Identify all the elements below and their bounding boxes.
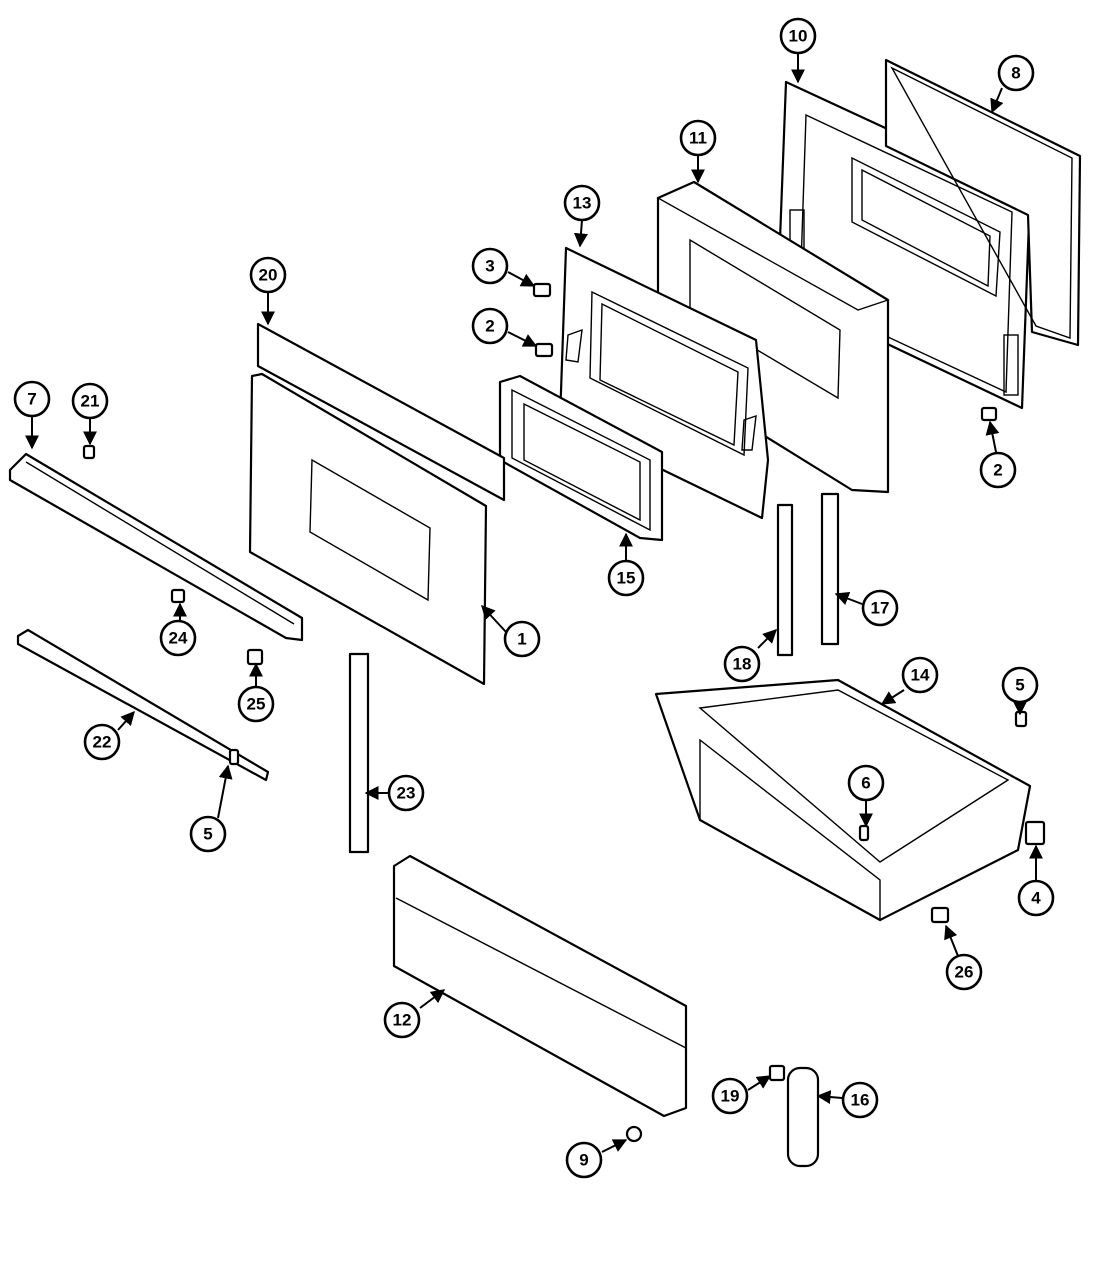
callout-label-3: 3: [485, 257, 494, 276]
callout-label-20: 20: [259, 266, 278, 285]
callout-label-1: 1: [517, 630, 526, 649]
leader-line-22: [117, 710, 135, 731]
callout-label-14: 14: [911, 666, 930, 685]
leader-line-19: [747, 1075, 772, 1091]
callout-label-2a: 2: [485, 317, 494, 336]
leader-line-12: [419, 989, 446, 1009]
callout-20: 20: [249, 256, 287, 294]
part-vertical-strip-17: [820, 492, 840, 646]
callout-label-15: 15: [617, 569, 636, 588]
leader-line-1: [481, 604, 507, 633]
part-door-inner-panel-13: [558, 246, 770, 520]
callout-label-5b: 5: [1015, 676, 1024, 695]
part-door-handle-trim-7: [8, 452, 304, 642]
callout-12: 12: [383, 1001, 421, 1039]
callout-10: 10: [779, 17, 817, 55]
callout-15: 15: [607, 559, 645, 597]
callout-label-22: 22: [93, 733, 112, 752]
part-door-gasket-8: [851, 58, 1082, 347]
callout-25: 25: [237, 685, 275, 723]
leader-line-14: [880, 689, 905, 705]
callout-5a: 5: [189, 815, 227, 853]
part-vertical-strip-23: [348, 652, 370, 854]
callout-2a: 2: [471, 307, 509, 345]
callout-label-21: 21: [81, 392, 100, 411]
callout-label-17: 17: [871, 599, 890, 618]
callout-label-2b: 2: [993, 461, 1002, 480]
callout-3: 3: [471, 247, 509, 285]
callout-label-11: 11: [689, 129, 707, 148]
part-small-hardware: [82, 282, 1046, 1143]
callout-label-18: 18: [733, 655, 752, 674]
callout-18: 18: [723, 645, 761, 683]
part-lower-trim-22: [16, 628, 270, 782]
leader-line-16: [816, 1090, 843, 1105]
callout-17: 17: [861, 589, 899, 627]
part-window-pack-15: [498, 374, 664, 542]
callout-5b: 5: [1001, 666, 1039, 704]
leader-line-17: [834, 591, 863, 606]
callout-label-12: 12: [393, 1011, 412, 1030]
part-door-outer-panel-1: [248, 372, 488, 686]
callout-11: 11: [679, 119, 717, 157]
leader-line-5a: [217, 764, 233, 819]
callout-21: 21: [71, 382, 109, 420]
part-drawer-14: [654, 678, 1032, 922]
callout-label-23: 23: [397, 784, 416, 803]
part-side-trim-16: [786, 1066, 820, 1168]
leader-line-2a: [507, 331, 538, 347]
callout-label-4: 4: [1031, 889, 1041, 908]
callout-label-5a: 5: [203, 825, 212, 844]
leader-line-18: [757, 629, 777, 649]
callout-16: 16: [841, 1081, 879, 1119]
callout-4: 4: [1017, 879, 1055, 917]
callout-label-13: 13: [573, 194, 592, 213]
leader-line-2b: [985, 420, 1000, 453]
callout-label-19: 19: [721, 1087, 740, 1106]
leader-line-26: [944, 924, 959, 957]
callout-label-7: 7: [27, 390, 36, 409]
leader-lines: [25, 52, 1043, 1153]
callout-13: 13: [563, 184, 601, 222]
callout-label-25: 25: [247, 695, 266, 714]
callout-7: 7: [13, 380, 51, 418]
callout-label-6: 6: [861, 774, 870, 793]
callout-26: 26: [945, 953, 983, 991]
callout-9: 9: [565, 1141, 603, 1179]
part-vertical-strip-18: [776, 503, 794, 657]
part-drawer-panel-12: [392, 854, 688, 1118]
callout-8: 8: [997, 54, 1035, 92]
callout-24: 24: [159, 619, 197, 657]
callout-14: 14: [901, 656, 939, 694]
callout-1: 1: [503, 620, 541, 658]
part-insulation-sheet-20: [256, 322, 506, 502]
callout-label-24: 24: [169, 629, 188, 648]
callout-22: 22: [83, 723, 121, 761]
callout-6: 6: [847, 764, 885, 802]
callout-label-8: 8: [1011, 64, 1020, 83]
callout-label-26: 26: [955, 963, 974, 982]
callout-label-9: 9: [579, 1151, 588, 1170]
callout-label-10: 10: [789, 27, 808, 46]
leader-line-13: [573, 219, 588, 248]
callout-2b: 2: [979, 451, 1017, 489]
callout-23: 23: [387, 774, 425, 812]
leader-line-3: [507, 271, 536, 287]
leader-line-9: [601, 1139, 628, 1153]
callout-19: 19: [711, 1077, 749, 1115]
callout-label-16: 16: [851, 1091, 870, 1110]
leader-line-8: [990, 87, 1004, 114]
